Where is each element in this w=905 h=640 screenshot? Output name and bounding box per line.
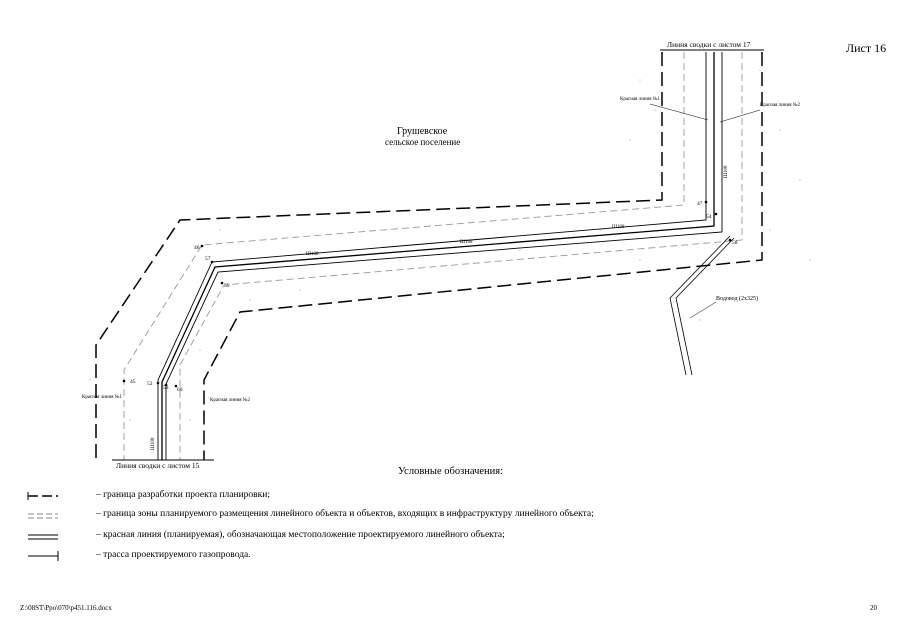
legend-item-gas-pipeline: – трасса проектируемого газопровода.: [96, 550, 251, 560]
planning-boundary-outer: [95, 52, 663, 460]
placement-zone-boundary-1: [123, 52, 685, 460]
point-label: 59: [224, 283, 230, 289]
placement-zone-boundary-2: [179, 52, 743, 460]
legend-symbol-gas-pipeline: [28, 551, 59, 561]
water-pipe-2: [675, 237, 735, 376]
legend-title: Условные обозначения:: [398, 466, 504, 477]
water-pipe-label: Водовод (2х325): [716, 295, 758, 302]
red-line-label-bottom-left: Красная линия №1: [82, 394, 123, 400]
point-markers: [122, 200, 732, 388]
region-name-line-1: Грушевское: [397, 126, 448, 137]
pipe-label: Ш108: [460, 240, 473, 245]
gas-pipeline-route: [161, 52, 715, 460]
planning-boundary-inner: [203, 52, 763, 460]
point-label: 46: [194, 245, 200, 251]
bottom-match-line-label: Линия сводки с листом 15: [116, 461, 200, 470]
point-label: 57: [205, 256, 211, 262]
pipe-label: Ш108: [724, 165, 729, 178]
leader-top-right: [719, 109, 761, 123]
point-label: 53: [163, 385, 169, 391]
red-line-label-top-left: Красная линия №1: [620, 96, 661, 102]
pipe-label: Ш108: [612, 225, 625, 230]
legend-symbol-red-line: [28, 534, 58, 540]
point-label: 60: [177, 387, 183, 393]
red-line-label-top-right: Красная линия №2: [760, 102, 801, 108]
red-line-2: [165, 52, 723, 460]
top-match-line-label: Линия сводки с листом 17: [667, 40, 751, 49]
terrain-dots: [89, 69, 811, 421]
footer-page-number: 20: [870, 604, 877, 612]
legend-item-red-line: – красная линия (планируемая), обозначаю…: [96, 530, 505, 540]
region-name-line-2: сельское поселение: [385, 137, 461, 147]
point-label: 52: [147, 381, 153, 387]
point-label: 54: [706, 214, 712, 220]
water-pipe: [669, 235, 731, 376]
legend-symbol-placement-zone: [28, 513, 58, 519]
pipe-label: Ш108: [306, 252, 319, 257]
leader-top-left: [649, 103, 709, 121]
footer-file-path: Z:\08ST\Ppo\070\p451.116.docx: [20, 604, 112, 612]
sheet-label: Лист 16: [846, 41, 887, 55]
legend-item-placement-zone: – граница зоны планируемого размещения л…: [96, 509, 594, 519]
point-label: 47: [697, 201, 703, 207]
pipe-label: Ш108: [151, 437, 156, 450]
legend-symbol-planning-boundary: [27, 492, 58, 500]
water-pipe-leader: [689, 301, 717, 319]
red-line-label-bottom-right: Красная линия №2: [210, 397, 251, 403]
point-label: 58: [732, 240, 738, 246]
legend-item-planning-boundary: – граница разработки проекта планировки;: [96, 490, 271, 500]
point-label: 45: [130, 379, 136, 385]
